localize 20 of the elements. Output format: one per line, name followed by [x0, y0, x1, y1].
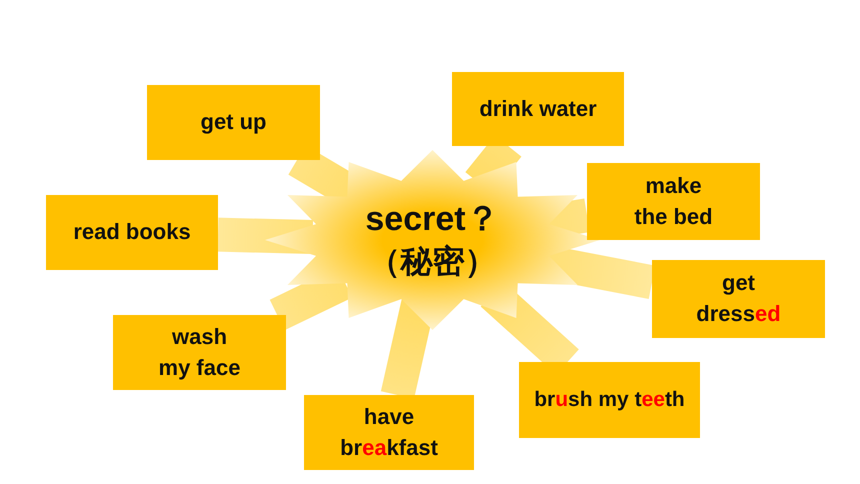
activity-label: brush my teeth [534, 387, 685, 414]
activity-card [587, 163, 760, 240]
activity-card [304, 395, 474, 470]
activity-card [113, 315, 286, 390]
activity-label: get dressed [695, 269, 782, 328]
activity-card [519, 362, 700, 438]
starburst-shape [265, 150, 600, 330]
ray-connector [218, 218, 314, 254]
activity-card [652, 260, 825, 338]
activity-label: make the bed [633, 172, 714, 230]
activity-label: drink water [479, 94, 597, 123]
chinese-translation: （秘密） [368, 241, 496, 282]
activity-label: wash my face [158, 322, 242, 382]
activity-card [46, 195, 218, 270]
activity-label: get up [200, 108, 266, 136]
activity-card [147, 85, 320, 160]
activity-label: read books [73, 218, 191, 246]
center-title: secret？ [365, 199, 500, 240]
activity-label: have breakfast [339, 402, 439, 462]
activity-card [452, 72, 624, 146]
